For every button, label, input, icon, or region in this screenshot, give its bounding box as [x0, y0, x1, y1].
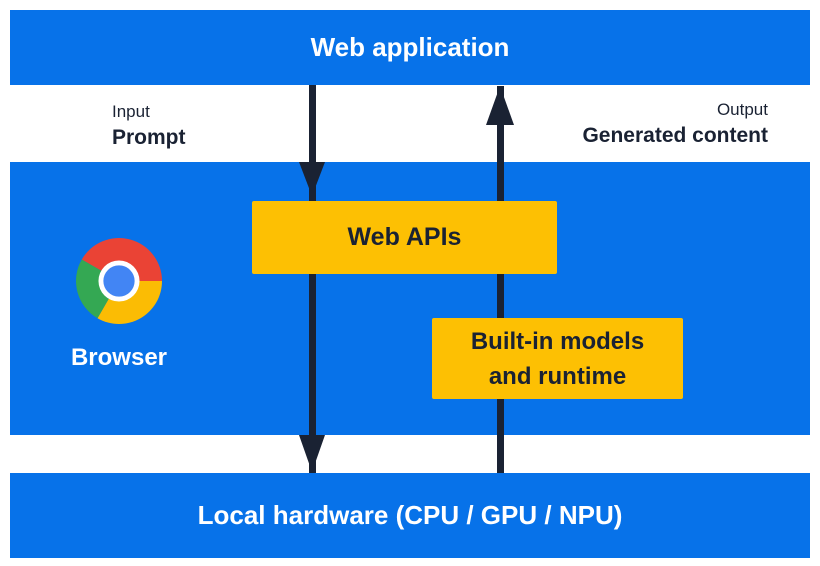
- up-arrowhead-icon: [486, 86, 514, 125]
- output-flow-arrow-line: [497, 86, 504, 473]
- local-hardware-bar: Local hardware (CPU / GPU / NPU): [10, 473, 810, 558]
- web-application-bar: Web application: [10, 10, 810, 85]
- chrome-logo-icon: [76, 238, 162, 324]
- input-value: Prompt: [112, 126, 186, 149]
- web-application-label: Web application: [310, 32, 510, 62]
- output-title: Output: [716, 100, 768, 119]
- down-arrowhead-icon: [299, 162, 325, 196]
- builtin-models-label-line2: and runtime: [488, 362, 627, 390]
- input-title: Input: [112, 102, 150, 121]
- output-label-block: Output Generated content: [582, 98, 768, 149]
- builtin-models-label-line1: Built-in models: [470, 327, 645, 355]
- output-value: Generated content: [582, 124, 768, 147]
- browser-label: Browser: [70, 344, 168, 371]
- builtin-models-box: Built-in models and runtime: [432, 318, 683, 399]
- local-hardware-label: Local hardware (CPU / GPU / NPU): [197, 500, 623, 530]
- web-apis-box: Web APIs: [252, 201, 557, 274]
- web-apis-label: Web APIs: [347, 223, 462, 251]
- down-arrowhead-icon: [299, 435, 325, 472]
- input-label-block: Input Prompt: [112, 100, 186, 151]
- input-flow-arrow-line: [309, 85, 316, 473]
